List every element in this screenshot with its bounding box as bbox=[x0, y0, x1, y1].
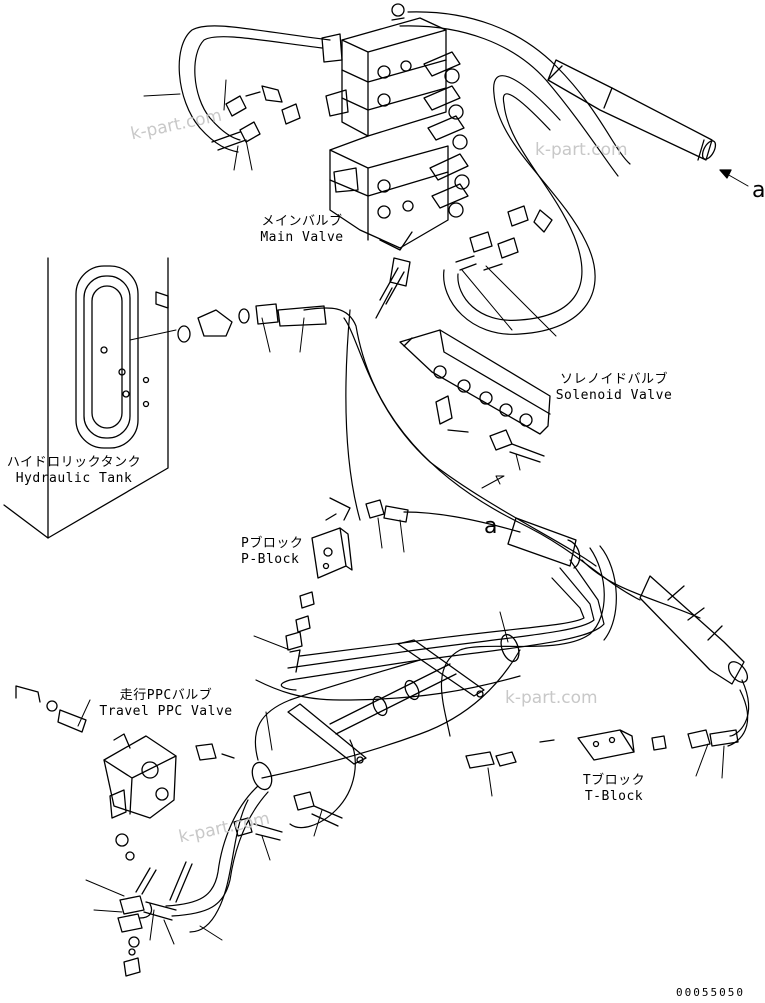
t-block-label: Tブロック T-Block bbox=[576, 773, 652, 805]
solenoid-valve-label-jp: ソレノイドバルブ bbox=[559, 372, 668, 387]
main-valve-label-jp: メインバルブ bbox=[261, 214, 343, 229]
p-block-label-jp: Pブロック bbox=[241, 536, 304, 551]
travel-ppc-valve-label-en: Travel PPC Valve bbox=[99, 704, 233, 719]
clamps bbox=[251, 633, 520, 791]
spool-caps bbox=[423, 51, 470, 218]
t-block-label-jp: Tブロック bbox=[582, 773, 646, 788]
main-valve bbox=[321, 3, 470, 251]
document-number: 00055050 bbox=[676, 986, 745, 999]
watermark: k-part.com bbox=[505, 688, 598, 708]
callout-a-upper: a bbox=[752, 178, 765, 203]
callout-a-lower: a bbox=[484, 514, 498, 539]
solenoid-valve-label: ソレノイドバルブ Solenoid Valve bbox=[552, 372, 676, 404]
hydraulic-tank-label: ハイドロリックタンク Hydraulic Tank bbox=[6, 455, 142, 487]
hoses bbox=[165, 11, 750, 933]
main-valve-label: メインバルブ Main Valve bbox=[246, 214, 358, 246]
watermark: k-part.com bbox=[535, 140, 628, 160]
hose-sleeves bbox=[329, 59, 749, 735]
leader-lines bbox=[77, 79, 725, 945]
travel-ppc-valve-label-jp: 走行PPCバルブ bbox=[119, 688, 213, 703]
p-block bbox=[311, 497, 353, 579]
travel-ppc-valve bbox=[15, 685, 177, 819]
solenoid-valve-label-en: Solenoid Valve bbox=[555, 388, 673, 403]
hydraulic-tank-label-jp: ハイドロリックタンク bbox=[6, 455, 142, 470]
hydraulic-tank bbox=[3, 257, 169, 539]
solenoid-valve bbox=[399, 329, 551, 435]
fittings bbox=[115, 85, 739, 977]
main-valve-label-en: Main Valve bbox=[260, 230, 344, 245]
hydraulic-tank-label-en: Hydraulic Tank bbox=[15, 471, 133, 486]
t-block-label-en: T-Block bbox=[584, 789, 644, 804]
p-block-label: Pブロック P-Block bbox=[241, 536, 303, 568]
callout-arrows bbox=[481, 169, 749, 489]
travel-ppc-valve-label: 走行PPCバルブ Travel PPC Valve bbox=[98, 688, 234, 720]
t-block bbox=[577, 729, 635, 761]
p-block-label-en: P-Block bbox=[241, 552, 300, 567]
